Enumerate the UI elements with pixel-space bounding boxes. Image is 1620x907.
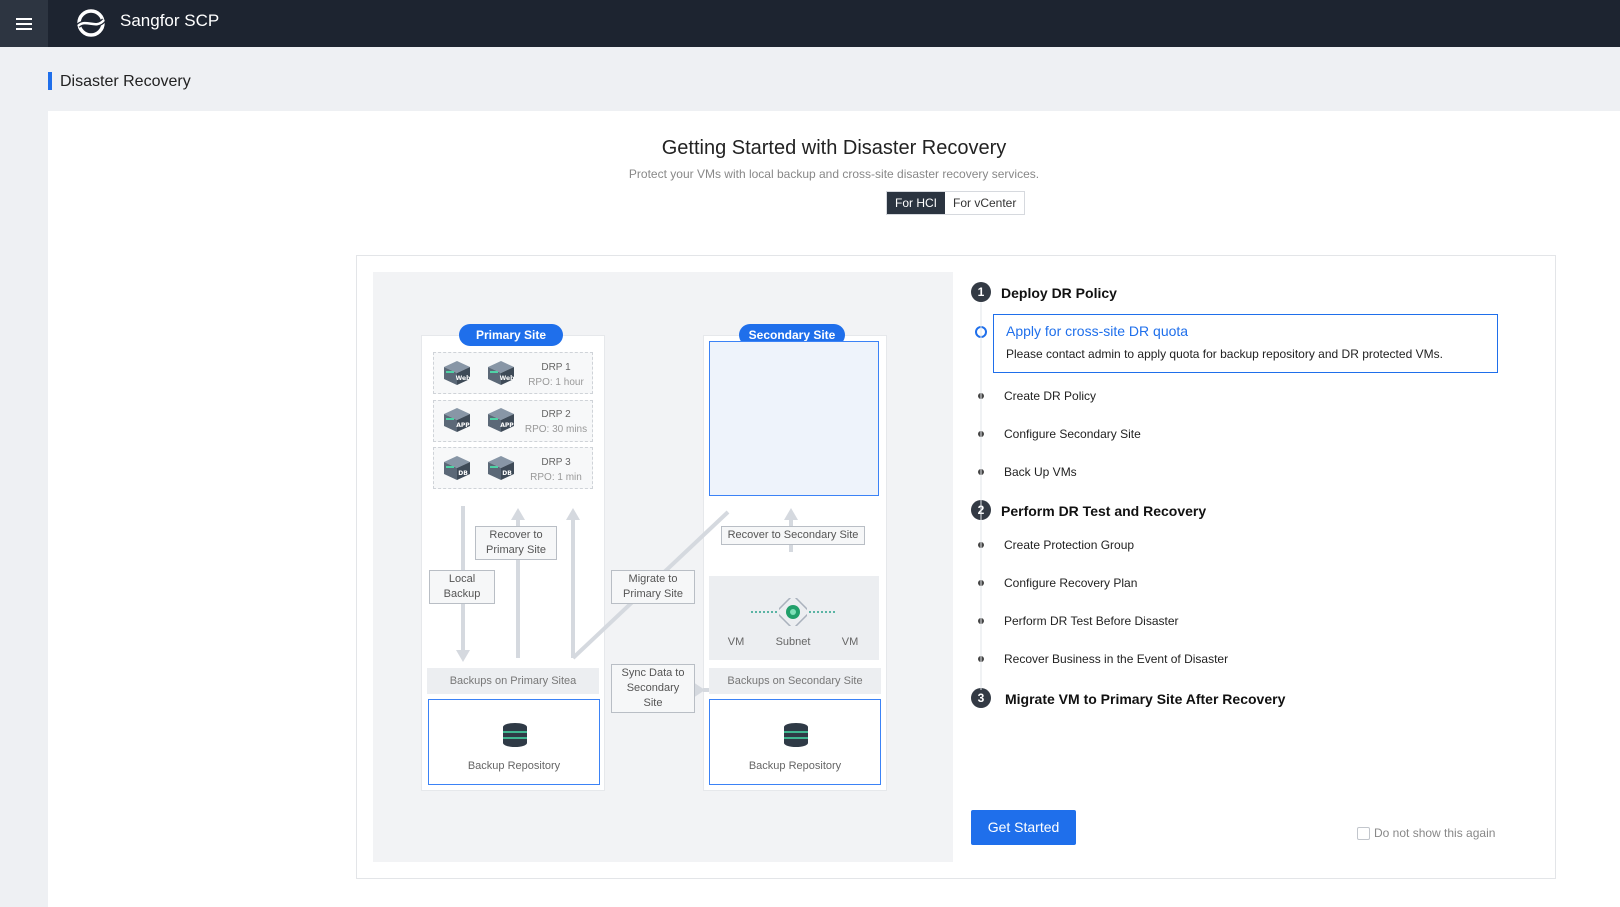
vm-right-label: VM (841, 636, 859, 648)
step-1-title: Deploy DR Policy (1001, 285, 1117, 301)
tab-for-vcenter[interactable]: For vCenter (945, 192, 1025, 214)
vm-cube-db-icon: DB (488, 456, 514, 480)
subnet-icon (779, 598, 807, 626)
svg-text:Web: Web (456, 375, 471, 382)
step-perform-dr-test: Perform DR Test Before Disaster (1004, 614, 1179, 628)
vm-cube-db-icon: DB (444, 456, 470, 480)
backups-secondary-band: Backups on Secondary Site (709, 668, 881, 694)
step-create-dr-policy: Create DR Policy (1004, 389, 1097, 403)
secondary-dr-vms (709, 341, 879, 496)
recover-to-primary-line1: Recover to (489, 529, 543, 541)
vm-cube-app-icon: APP (488, 408, 514, 432)
getting-started-heading: Getting Started with Disaster Recovery (661, 137, 1007, 159)
title-accent-bar (48, 72, 52, 90)
platform-toggle: For HCI For vCenter (886, 191, 1026, 215)
do-not-show-label[interactable]: Do not show this again (1374, 826, 1496, 840)
drp-2-rpo: RPO: 30 mins (524, 424, 588, 435)
getting-started-card: Primary Site Secondary Site DRP 1 RPO: 1… (356, 255, 1556, 879)
secondary-backup-repository: Backup Repository (709, 699, 881, 785)
secondary-repository-label: Backup Repository (748, 760, 842, 772)
vm-left-label: VM (727, 636, 745, 648)
local-backup-line1: Local (448, 573, 476, 585)
sangfor-logo-icon (76, 9, 106, 37)
main-panel: Getting Started with Disaster Recovery P… (48, 111, 1620, 907)
drp-2-label: DRP 2 RPO: 30 mins (521, 407, 591, 437)
migrate-line1: Migrate to (628, 573, 678, 585)
svg-text:APP: APP (500, 422, 514, 429)
subnet-links (751, 611, 835, 613)
step-1-number: 1 (971, 282, 991, 302)
step-connector-line (980, 302, 982, 690)
svg-text:APP: APP (456, 422, 470, 429)
recover-to-secondary-text: Recover to Secondary Site (727, 529, 859, 541)
vm-cube-web-icon: Web (488, 361, 515, 385)
primary-repository-label: Backup Repository (467, 760, 561, 772)
svg-text:Web: Web (500, 375, 515, 382)
recover-to-primary-line2: Primary Site (486, 544, 546, 556)
tab-for-hci[interactable]: For HCI (887, 192, 945, 214)
brand-name: Sangfor SCP (120, 11, 220, 30)
page-title: Disaster Recovery (60, 73, 191, 90)
sync-line1: Sync Data to (621, 667, 685, 679)
get-started-button[interactable]: Get Started (971, 810, 1076, 845)
local-backup-tag: Local Backup (429, 570, 495, 604)
step-3-title: Migrate VM to Primary Site After Recover… (1005, 691, 1286, 707)
menu-toggle-button[interactable] (0, 0, 48, 47)
drp-1-label: DRP 1 RPO: 1 hour (523, 360, 589, 390)
sync-line2: Secondary Site (626, 682, 680, 709)
apply-dr-quota-title: Apply for cross-site DR quota (1006, 323, 1189, 339)
drp-3-label: DRP 3 RPO: 1 min (523, 455, 589, 485)
svg-text:DB: DB (458, 470, 468, 477)
do-not-show-checkbox[interactable] (1357, 827, 1370, 840)
dr-diagram: Primary Site Secondary Site DRP 1 RPO: 1… (373, 272, 953, 862)
migrate-to-primary-tag: Migrate to Primary Site (611, 570, 695, 604)
step-recover-business: Recover Business in the Event of Disaste… (1004, 652, 1229, 666)
subnet-label: Subnet (775, 636, 811, 648)
getting-started-subtitle: Protect your VMs with local backup and c… (628, 167, 1040, 181)
backups-primary-band: Backups on Primary Sitea (427, 668, 599, 694)
vm-cube-app-icon: APP (444, 408, 470, 432)
drp-1-rpo: RPO: 1 hour (528, 377, 584, 388)
step-configure-recovery-plan: Configure Recovery Plan (1004, 576, 1138, 590)
drp-2-name: DRP 2 (541, 409, 571, 420)
vm-cube-web-icon: Web (444, 361, 471, 385)
step-configure-secondary-site: Configure Secondary Site (1004, 427, 1141, 441)
database-icon (503, 723, 527, 747)
drp-1-name: DRP 1 (541, 362, 571, 373)
recover-to-secondary-tag: Recover to Secondary Site (721, 526, 865, 545)
apply-dr-quota-card[interactable]: Apply for cross-site DR quota Please con… (993, 314, 1498, 373)
recover-to-primary-tag: Recover to Primary Site (475, 526, 557, 560)
top-bar: Sangfor SCP (0, 0, 1620, 47)
step-2-title: Perform DR Test and Recovery (1001, 503, 1207, 519)
primary-backup-repository: Backup Repository (428, 699, 600, 785)
local-backup-line2: Backup (443, 588, 481, 600)
step-back-up-vms: Back Up VMs (1004, 465, 1077, 479)
apply-dr-quota-desc: Please contact admin to apply quota for … (1006, 347, 1443, 361)
svg-text:DB: DB (502, 470, 512, 477)
step-create-protection-group: Create Protection Group (1004, 538, 1135, 552)
primary-site-badge: Primary Site (459, 324, 563, 346)
hamburger-icon (16, 17, 32, 30)
database-icon (784, 723, 808, 747)
sync-data-tag: Sync Data to Secondary Site (611, 664, 695, 713)
secondary-site-badge: Secondary Site (739, 324, 845, 346)
step-3-number: 3 (971, 688, 991, 708)
dr-steps: 1 Deploy DR Policy Apply for cross-site … (969, 276, 1529, 736)
drp-3-rpo: RPO: 1 min (530, 472, 582, 483)
migrate-line2: Primary Site (623, 588, 683, 600)
drp-3-name: DRP 3 (541, 457, 571, 468)
